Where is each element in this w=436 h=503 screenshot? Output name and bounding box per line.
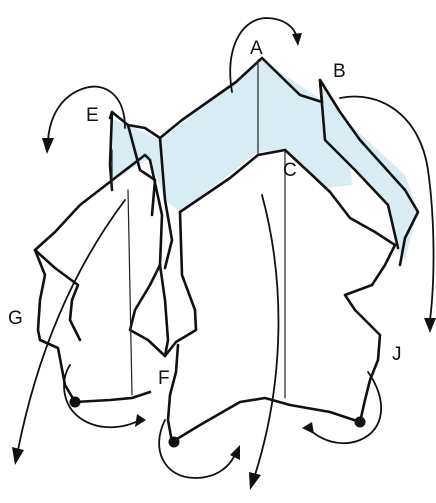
arrow-b-head [424,318,436,333]
label-c: C [283,160,297,181]
front-faces [35,150,395,440]
arrow-pivot-right-head [302,422,314,434]
label-f: F [158,368,170,389]
label-g: G [8,308,23,329]
pivot-dot-left [70,397,81,408]
arrow-pivot-center-head [230,445,240,460]
pivot-dot-right [355,417,366,428]
arrow-a-head [292,33,302,46]
arrow-g-head [12,447,24,465]
label-j: J [392,344,402,365]
arrow-pivot-left-head [135,414,146,427]
pivot-dot-center [169,437,180,448]
label-b: B [333,61,346,82]
arrow-c-head [249,472,261,490]
label-a: A [250,38,263,59]
arrow-e-head [42,138,54,154]
front-face-left [35,158,162,402]
label-e: E [86,105,99,126]
